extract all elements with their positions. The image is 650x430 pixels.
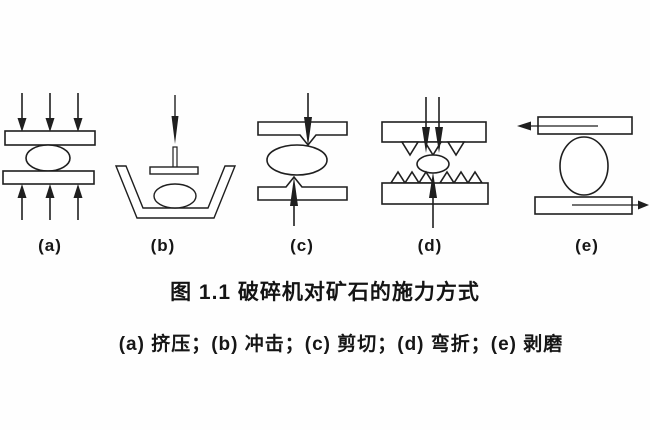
upper-teeth — [400, 141, 466, 157]
diagram-e-label: (e) — [575, 236, 599, 255]
diagram-a-label: (a) — [38, 236, 62, 255]
diagram-c-shearing — [257, 93, 348, 226]
up-arrow-icon — [17, 184, 83, 220]
ore-particle — [25, 144, 71, 172]
diagram-a-compression — [2, 93, 96, 220]
down-arrow-icon — [17, 93, 83, 132]
crushing-methods-diagram — [2, 93, 649, 228]
diagram-d-label: (d) — [417, 236, 443, 255]
diagram-e-abrasion — [517, 116, 649, 215]
ore-particle — [559, 136, 609, 196]
ore-particle — [266, 144, 328, 176]
upper-shear-plate — [257, 121, 348, 147]
ore-particle — [153, 183, 197, 209]
down-arrow-icon — [304, 93, 312, 146]
diagram-c-label: (c) — [290, 236, 314, 255]
up-arrow-icon — [290, 177, 298, 226]
impact-arrow-icon — [171, 95, 179, 144]
lower-teeth — [389, 170, 484, 184]
left-arrow-icon — [517, 121, 598, 131]
diagram-b-label: (b) — [150, 236, 176, 255]
figure-legend: (a) 挤压；(b) 冲击；(c) 剪切；(d) 弯折；(e) 剥磨 — [118, 334, 564, 355]
trough — [114, 165, 237, 219]
lower-shear-plate — [257, 175, 348, 201]
diagram-b-impact — [114, 95, 237, 219]
ore-particle — [416, 154, 450, 174]
right-arrow-icon — [572, 200, 649, 210]
diagram-d-bending — [381, 97, 489, 228]
figure-caption: 图 1.1 破碎机对矿石的施力方式 — [170, 281, 480, 304]
lower-pressure-plate — [2, 170, 95, 185]
upper-toothed-plate — [381, 121, 487, 143]
up-arrow-icon — [429, 172, 437, 228]
upper-pressure-plate — [4, 130, 96, 146]
down-arrow-icon — [422, 97, 443, 153]
striker-plate — [149, 166, 199, 175]
striker-stem — [172, 146, 178, 169]
